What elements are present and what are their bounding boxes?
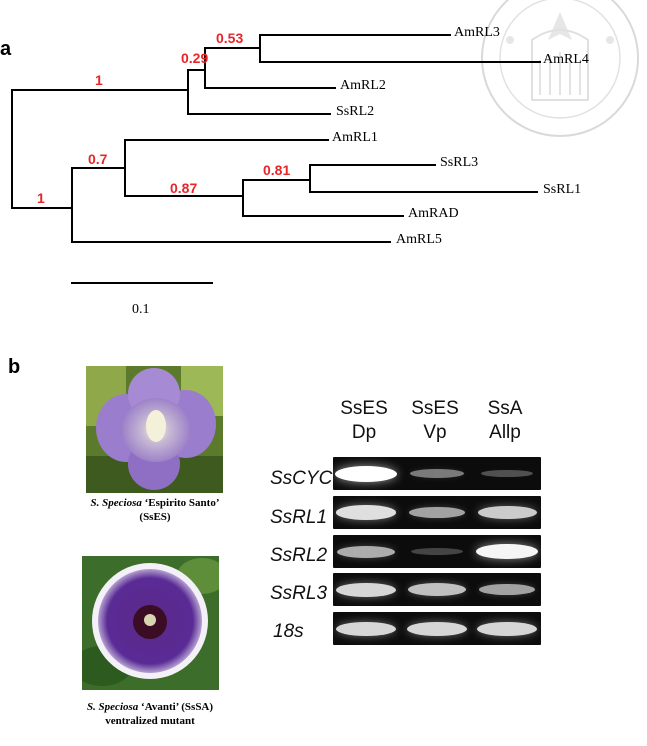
photo2-caption: S. Speciosa ‘Avanti’ (SsSA) ventralized … [50,700,250,728]
gel-band [479,584,536,596]
gel-band [336,583,396,597]
leaf-label: AmRAD [408,206,459,222]
support-value: 0.53 [216,30,243,46]
lane-header-line2: Allp [470,421,540,445]
photo2-species: S. Speciosa [87,701,138,713]
gel-band [407,622,467,636]
support-value: 1 [37,190,45,206]
gel-band [477,622,537,636]
gel-strip [333,457,541,490]
gel-band [337,546,394,558]
lane-header-line1: SsES [400,397,470,421]
leaf-label: AmRL4 [543,52,589,68]
leaf-label: AmRL1 [332,130,378,146]
gel-band [478,506,537,520]
leaf-label: SsRL2 [336,104,374,120]
gel-strip [333,612,541,645]
photo2-cultivar: ‘Avanti’ (SsSA) [141,701,213,713]
gel-strip [333,535,541,568]
gene-label: SsCYC [270,468,332,490]
support-value: 0.81 [263,162,290,178]
gel-band [410,469,464,479]
gel-strip [333,496,541,529]
lane-header-line1: SsES [329,397,399,421]
scale-bar-label: 0.1 [132,302,150,318]
lane-header: SsES Dp [329,397,399,445]
gene-label: SsRL1 [270,507,327,529]
gel-band [336,622,396,636]
leaf-label: AmRL2 [340,78,386,94]
gel-band [408,583,466,596]
support-value: 0.29 [181,50,208,66]
gel-band [409,507,466,519]
support-value: 1 [95,72,103,88]
leaf-label: SsRL1 [543,182,581,198]
support-value: 0.87 [170,180,197,196]
gel-band [481,470,533,478]
gene-label: 18s [273,621,304,643]
panel-b-label: b [8,356,20,379]
flower-photo-ssES [86,366,223,493]
gel-band [335,466,397,482]
lane-header: SsES Vp [400,397,470,445]
lane-header: SsA Allp [470,397,540,445]
leaf-label: AmRL5 [396,232,442,248]
support-value: 0.7 [88,151,107,167]
flower-photo-ssSA [82,556,219,690]
photo1-species: S. Speciosa [91,497,142,509]
lane-header-line2: Vp [400,421,470,445]
leaf-label: AmRL3 [454,25,500,41]
photo1-cultivar: ‘Espirito Santo’ [145,497,220,509]
gel-band [411,548,462,555]
photo1-caption: S. Speciosa ‘Espirito Santo’ (SsES) [60,496,250,524]
lane-header-line2: Dp [329,421,399,445]
gel-strip [333,573,541,606]
lane-header-line1: SsA [470,397,540,421]
leaf-label: SsRL3 [440,155,478,171]
photo2-desc: ventralized mutant [105,715,195,727]
gene-label: SsRL3 [270,583,327,605]
gel-band [476,544,537,560]
gel-band [336,505,396,520]
gene-label: SsRL2 [270,545,327,567]
photo1-abbrev: (SsES) [139,511,170,523]
